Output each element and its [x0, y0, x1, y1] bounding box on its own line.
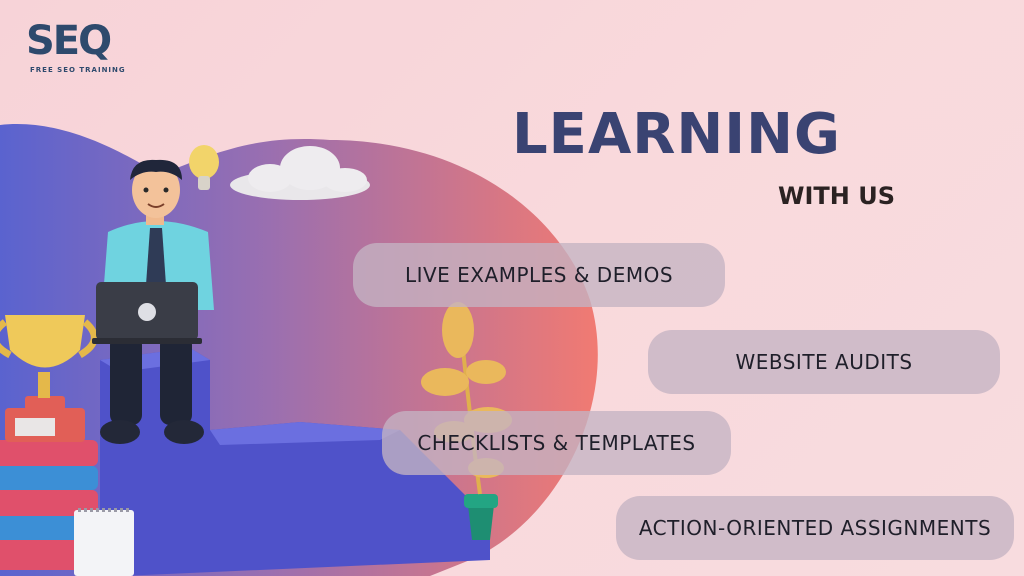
lightbulb-icon: [189, 145, 219, 190]
feature-checklists: CHECKLISTS & TEMPLATES: [382, 411, 731, 475]
logo-text: SEQ: [26, 18, 112, 64]
feature-website-audits: WEBSITE AUDITS: [648, 330, 1000, 394]
feature-live-examples: LIVE EXAMPLES & DEMOS: [353, 243, 725, 307]
cloud-icon: [230, 146, 370, 200]
feature-assignments: ACTION-ORIENTED ASSIGNMENTS: [616, 496, 1014, 560]
logo-tagline: FREE SEO TRAINING: [30, 66, 126, 74]
platform: [100, 348, 490, 576]
notepad-icon: [74, 508, 134, 576]
books-stack: [0, 440, 98, 570]
trophy-icon: [0, 315, 98, 442]
page-title: LEARNING: [512, 102, 841, 167]
page-subtitle: WITH US: [778, 182, 895, 210]
brand-logo[interactable]: SEQ FREE SEO TRAINING: [26, 18, 146, 78]
person-illustration: [92, 159, 214, 444]
laptop-icon: [92, 282, 202, 344]
